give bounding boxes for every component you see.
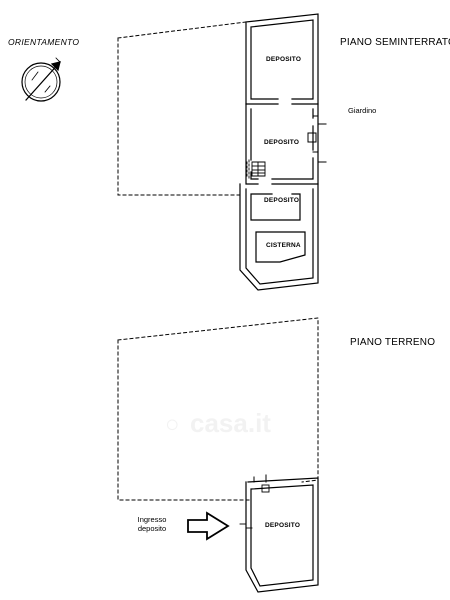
semi-room-cisterna: CISTERNA	[266, 242, 301, 249]
ground-floor-title: PIANO TERRENO	[350, 337, 436, 348]
entrance-label-line1: Ingresso	[137, 515, 167, 524]
watermark: casa.it	[190, 408, 271, 438]
compass-rose	[21, 57, 61, 102]
watermark-mark: ○	[165, 411, 180, 438]
semi-staircase	[246, 159, 266, 181]
entrance-label: Ingresso deposito	[124, 515, 180, 534]
ground-building-walls	[245, 474, 319, 593]
ground-room-deposito: DEPOSITO	[265, 522, 301, 529]
semi-room-deposito-3: DEPOSITO	[264, 197, 300, 204]
semi-room-deposito-2: DEPOSITO	[264, 139, 300, 146]
semi-lot-outline	[117, 21, 247, 196]
orientation-label: ORIENTAMENTO	[8, 37, 80, 47]
entrance-arrow	[187, 511, 230, 541]
semi-basement-title: PIANO SEMINTERRATO	[340, 37, 450, 48]
garden-label: Giardino	[348, 106, 377, 115]
ground-lot-outline	[117, 317, 319, 501]
entrance-label-line2: deposito	[137, 524, 167, 534]
semi-windows	[307, 115, 327, 163]
ground-door	[239, 484, 270, 529]
semi-room-deposito-1: DEPOSITO	[266, 56, 302, 63]
semi-building-walls	[239, 13, 319, 291]
